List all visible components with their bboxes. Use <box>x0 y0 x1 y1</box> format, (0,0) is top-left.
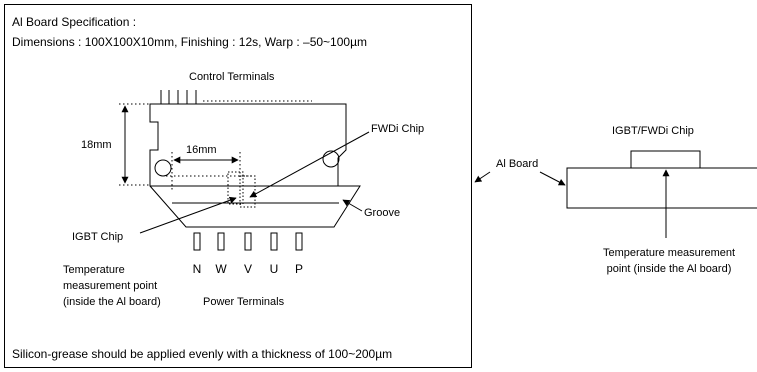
mounting-hole-left <box>154 159 172 177</box>
control-terminals-label: Control Terminals <box>189 71 275 83</box>
side-temp-line1: Temperature measurement <box>603 247 735 259</box>
groove-pointer <box>342 199 363 212</box>
side-chip <box>630 150 701 169</box>
side-temp-line2: point (inside the Al board) <box>607 263 732 275</box>
mounting-hole-right <box>322 150 340 168</box>
module-body <box>149 103 361 228</box>
side-al-board-pointer <box>539 171 566 186</box>
spec-title: Al Board Specification : <box>12 15 136 29</box>
control-terminal-pins <box>160 90 197 104</box>
dim-16-label: 16mm <box>186 144 217 156</box>
igbt-chip-pointer <box>139 196 237 234</box>
terminal-letter-n: N <box>193 262 202 276</box>
side-chip-label: IGBT/FWDi Chip <box>612 125 694 137</box>
power-terminals-label: Power Terminals <box>203 296 285 308</box>
main-panel-border <box>4 4 472 368</box>
fwdi-chip-outline <box>239 175 256 208</box>
fwdi-chip-pointer <box>249 131 370 198</box>
terminal-letter-u: U <box>270 262 279 276</box>
terminal-letter-v: V <box>244 262 252 276</box>
connector-arrow <box>474 171 491 183</box>
power-terminal-pins <box>193 232 303 251</box>
spec-details: Dimensions : 100X100X10mm, Finishing : 1… <box>12 35 367 49</box>
side-al-board-label: Al Board <box>496 158 538 170</box>
temp-point-line2: measurement point <box>63 280 157 292</box>
dim-18-label: 18mm <box>81 139 112 151</box>
temp-point-line3: (inside the Al board) <box>63 296 161 308</box>
terminal-letter-w: W <box>215 262 227 276</box>
igbt-chip-label: IGBT Chip <box>72 231 123 243</box>
footer-note: Silicon-grease should be applied evenly … <box>12 347 392 361</box>
fwdi-chip-label: FWDi Chip <box>371 123 424 135</box>
terminal-letter-p: P <box>295 262 303 276</box>
temp-point-line1: Temperature <box>63 264 125 276</box>
igbt-chip-outline <box>227 171 244 205</box>
groove-label: Groove <box>364 207 400 219</box>
side-al-board <box>566 167 757 209</box>
